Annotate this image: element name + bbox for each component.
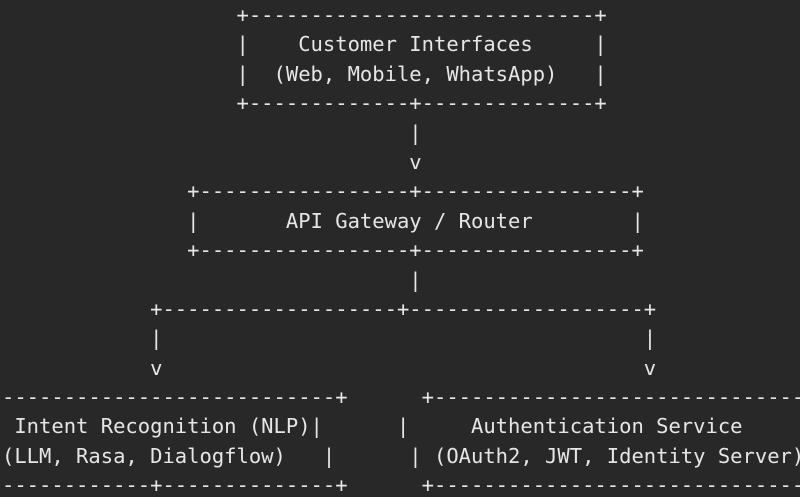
diagram-line-16: (LLM, Rasa, Dialogflow) | | (OAuth2, JWT… [2, 443, 800, 468]
diagram-line-05: | [2, 120, 422, 145]
diagram-line-13: v v [2, 355, 657, 380]
diagram-line-04: +-------------+--------------+ [2, 91, 607, 116]
diagram-line-09: +-----------------+-----------------+ [2, 238, 644, 263]
diagram-line-11: +-------------------+-------------------… [2, 296, 657, 321]
diagram-line-12: | | [2, 326, 657, 351]
diagram-line-07: +-----------------+-----------------+ [2, 179, 644, 204]
diagram-line-02: | Customer Interfaces | [2, 32, 607, 57]
diagram-line-01: +----------------------------+ [2, 3, 607, 27]
diagram-line-06: v [2, 149, 422, 174]
diagram-line-17: ------------+--------------+ +----------… [2, 473, 800, 497]
diagram-line-14: ---------------------------+ +----------… [2, 385, 800, 410]
diagram-line-03: | (Web, Mobile, WhatsApp) | [2, 61, 607, 86]
diagram-line-10: | [2, 267, 422, 292]
diagram-line-08: | API Gateway / Router | [2, 208, 644, 233]
diagram-line-15: Intent Recognition (NLP)| | Authenticati… [2, 414, 743, 439]
